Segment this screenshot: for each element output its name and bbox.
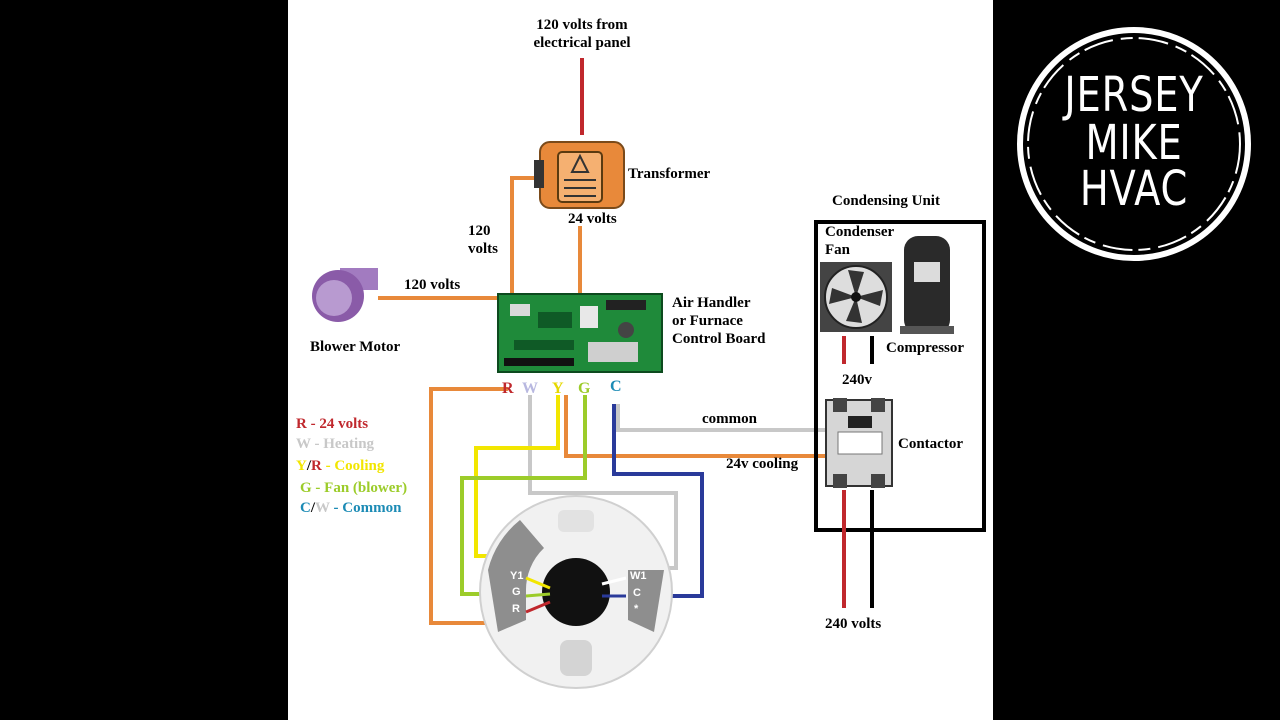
terminal-y: Y (552, 380, 564, 397)
legend-letter-secondary: W (315, 500, 330, 516)
c-blue-wire (612, 404, 704, 598)
contactor-graphic (825, 398, 893, 488)
thermostat-terminal-star: * (634, 603, 639, 615)
r-wire (429, 387, 508, 625)
cooling-24v-label: 24v cooling (726, 456, 799, 472)
common-label: common (702, 411, 757, 427)
transformer-graphic (534, 141, 625, 209)
compressor-graphic (900, 236, 954, 334)
legend-separator: / (306, 458, 312, 474)
legend-separator: / (310, 500, 316, 516)
thermostat-terminal-y1: Y1 (510, 570, 524, 582)
legend-letter: C (300, 500, 311, 516)
legend-letter: Y (296, 458, 307, 474)
legend-row: W - Heating (296, 436, 374, 453)
thermostat-terminal-c: C (633, 587, 641, 599)
condensing-unit-box (814, 220, 986, 532)
condenser-fan-graphic (820, 262, 892, 332)
terminal-r: R (502, 380, 514, 397)
blower-volts-label: 120 volts (404, 277, 461, 293)
legend-text: - Common (329, 500, 402, 516)
control-board-label: Air Handler or Furnace Control Board (672, 295, 766, 347)
transformer-output-label: 24 volts (568, 211, 617, 227)
legend-letter: G (300, 480, 312, 496)
legend-row: Y/R - Cooling (296, 458, 384, 475)
terminal-c: C (610, 378, 622, 395)
contactor-label: Contactor (898, 436, 963, 452)
logo-line-2: MIKE (1085, 115, 1183, 171)
thermostat-terminal-r: R (512, 603, 520, 615)
legend-letter-secondary: R (311, 458, 322, 474)
logo-line-1: JERSEY (1064, 67, 1204, 123)
legend-text: - Heating (310, 436, 375, 452)
condensing-unit-label: Condensing Unit (832, 193, 940, 209)
legend-text: - Cooling (321, 458, 385, 474)
logo-line-3: HVAC (1079, 161, 1189, 217)
control-board-graphic (497, 293, 663, 373)
blower-motor-label: Blower Motor (310, 339, 401, 355)
y-wire (474, 395, 560, 558)
terminal-g: G (578, 380, 591, 397)
wiring-diagram-graphics (312, 58, 986, 689)
legend-row: R - 24 volts (296, 416, 368, 433)
wiring-diagram-panel: Y1 G R W1 C * 120 volts from electrical … (288, 0, 993, 720)
transformer-120v-wire (510, 176, 538, 295)
legend-text: - Fan (blower) (311, 480, 408, 496)
thermostat-terminal-w1: W1 (630, 570, 647, 582)
transformer-label: Transformer (628, 166, 711, 182)
c-common-wire (616, 404, 828, 432)
thermostat-base-graphic (479, 495, 673, 689)
legend-letter: R (296, 416, 307, 432)
feed-120-label: 120 volts (468, 223, 498, 257)
thermostat-terminal-g: G (512, 586, 521, 598)
terminal-w: W (522, 380, 538, 397)
g-wire (460, 395, 587, 596)
compressor-label: Compressor (886, 340, 965, 356)
legend-row: G - Fan (blower) (300, 480, 407, 497)
blower-motor-graphic (312, 268, 378, 322)
volts-240-top-label: 240v (842, 372, 872, 388)
legend-text: - 24 volts (306, 416, 369, 432)
panel-source-label: 120 volts from electrical panel (533, 17, 631, 51)
legend-letter: W (296, 436, 311, 452)
legend-row: C/W - Common (300, 500, 401, 517)
jersey-mike-hvac-logo (1017, 27, 1251, 261)
condenser-fan-label: Condenser Fan (825, 224, 895, 258)
volts-240-bottom-label: 240 volts (825, 616, 882, 632)
cooling-wire (564, 395, 828, 458)
